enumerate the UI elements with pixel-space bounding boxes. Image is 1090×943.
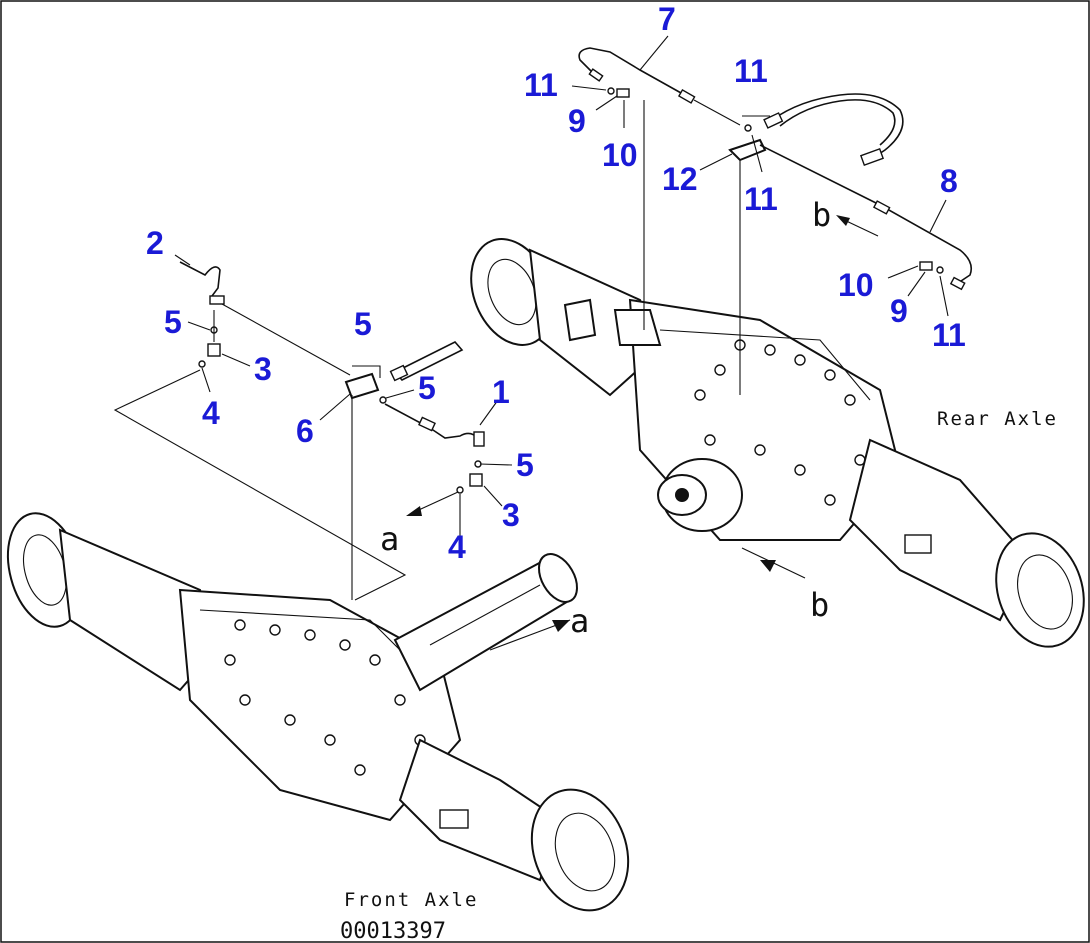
rear-axle-mount-left: [563, 298, 597, 342]
tube-2-leader: [221, 303, 351, 376]
reference-letters: a a b b: [380, 196, 831, 640]
rear-axle-nameplate: [904, 534, 932, 554]
callout-11-top-right: 11: [734, 53, 768, 89]
hose-rear-start-fitting: [763, 112, 784, 129]
tube-7-nut-left: [588, 68, 604, 82]
tube-7: [578, 47, 691, 99]
front-axle: [7, 512, 630, 912]
arrow-b-lower-head: [760, 560, 776, 572]
callout-9-right: 9: [890, 293, 908, 329]
tube-8: [759, 144, 973, 286]
callout-10-top: 10: [602, 137, 638, 173]
rear-axle: [470, 238, 1085, 648]
letter-b-upper: b: [812, 196, 831, 234]
hose-rear-outer: [779, 99, 896, 146]
letter-a-upper: a: [380, 520, 399, 558]
callout-11-mid: 11: [744, 181, 778, 217]
front-axle-shaft-line: [429, 584, 541, 646]
callout-4-left: 4: [202, 395, 220, 431]
letter-b-lower: b: [810, 586, 829, 624]
front-axle-nameplate: [439, 809, 469, 829]
callout-3-right: 3: [502, 497, 520, 533]
front-axle-right-flange: [530, 788, 630, 912]
hose-front-fitting: [389, 364, 409, 382]
callout-5-mid: 5: [418, 370, 436, 406]
arrow-a-lower-head: [552, 620, 570, 632]
callout-3-left: 3: [254, 351, 272, 387]
drawing-number: 00013397: [340, 919, 446, 943]
callout-5-right: 5: [516, 447, 534, 483]
callout-numbers: 7 11 9 10 11 12 11 8 10 9 11 2 5 3 4 5 5…: [146, 1, 966, 565]
callout-leaders: [174, 35, 949, 538]
bracket-12: [728, 138, 767, 162]
tube-2: [179, 261, 221, 297]
callout-6: 6: [296, 413, 314, 449]
tube-8-nut-top: [872, 200, 891, 215]
callout-5-left: 5: [164, 304, 182, 340]
bracket-6: [344, 372, 380, 400]
elbow-3-right: [469, 473, 483, 487]
callout-7: 7: [658, 1, 676, 37]
callout-11-top-left: 11: [524, 67, 558, 103]
washer-11-top-left: [607, 87, 615, 95]
hose-rear-end-fitting: [859, 147, 885, 167]
rear-axle-pinion-nut: [675, 488, 689, 502]
washer-4-left: [198, 360, 206, 368]
rear-axle-label: Rear Axle: [937, 408, 1058, 430]
tube-1-nut-left: [418, 416, 436, 432]
elbow-3-left: [207, 343, 221, 357]
callout-10-right: 10: [838, 267, 874, 303]
letter-a-lower: a: [570, 602, 589, 640]
front-axle-cover-bolts: [224, 619, 426, 776]
front-axle-right-hub: [554, 812, 616, 892]
callout-12: 12: [662, 161, 698, 197]
front-brake-piping: [113, 261, 571, 651]
callout-5-top: 5: [354, 306, 372, 342]
tube-7-nut-right: [677, 88, 696, 104]
callout-8: 8: [940, 163, 958, 199]
elbow-9-top: [616, 88, 630, 98]
front-axle-label: Front Axle: [344, 889, 478, 911]
callout-2: 2: [146, 225, 164, 261]
tube-7-leader: [693, 99, 741, 126]
callout-9-top: 9: [568, 103, 586, 139]
rear-axle-left-hub: [487, 258, 537, 326]
front-axle-shaft-yoke: [538, 553, 578, 603]
rear-axle-right-flange: [995, 532, 1085, 648]
front-axle-right-tube: [398, 738, 562, 882]
tube-2-nut: [209, 295, 225, 305]
arrow-a-upper-head: [406, 506, 422, 516]
washer-4-right: [456, 486, 464, 494]
rear-axle-right-hub: [1017, 554, 1073, 630]
rear-axle-mount-pad: [613, 309, 662, 346]
callout-11-right: 11: [932, 317, 966, 353]
tube-8-nut-bottom: [949, 276, 966, 291]
rear-axle-right-tube: [848, 438, 1032, 622]
rear-brake-piping: [578, 47, 973, 579]
elbow-9-right: [919, 261, 933, 271]
leader-front-loop: [113, 369, 407, 601]
tube-1-nut-right: [473, 431, 485, 447]
hose-rear: [771, 93, 904, 161]
callout-1: 1: [492, 374, 510, 410]
arrow-b-upper-head: [836, 215, 850, 226]
washer-11-mid: [744, 124, 752, 132]
washer-11-right: [936, 266, 944, 274]
rear-axle-housing-edge: [659, 329, 871, 401]
washer-5-mid: [379, 396, 387, 404]
callout-4-right: 4: [448, 529, 466, 565]
